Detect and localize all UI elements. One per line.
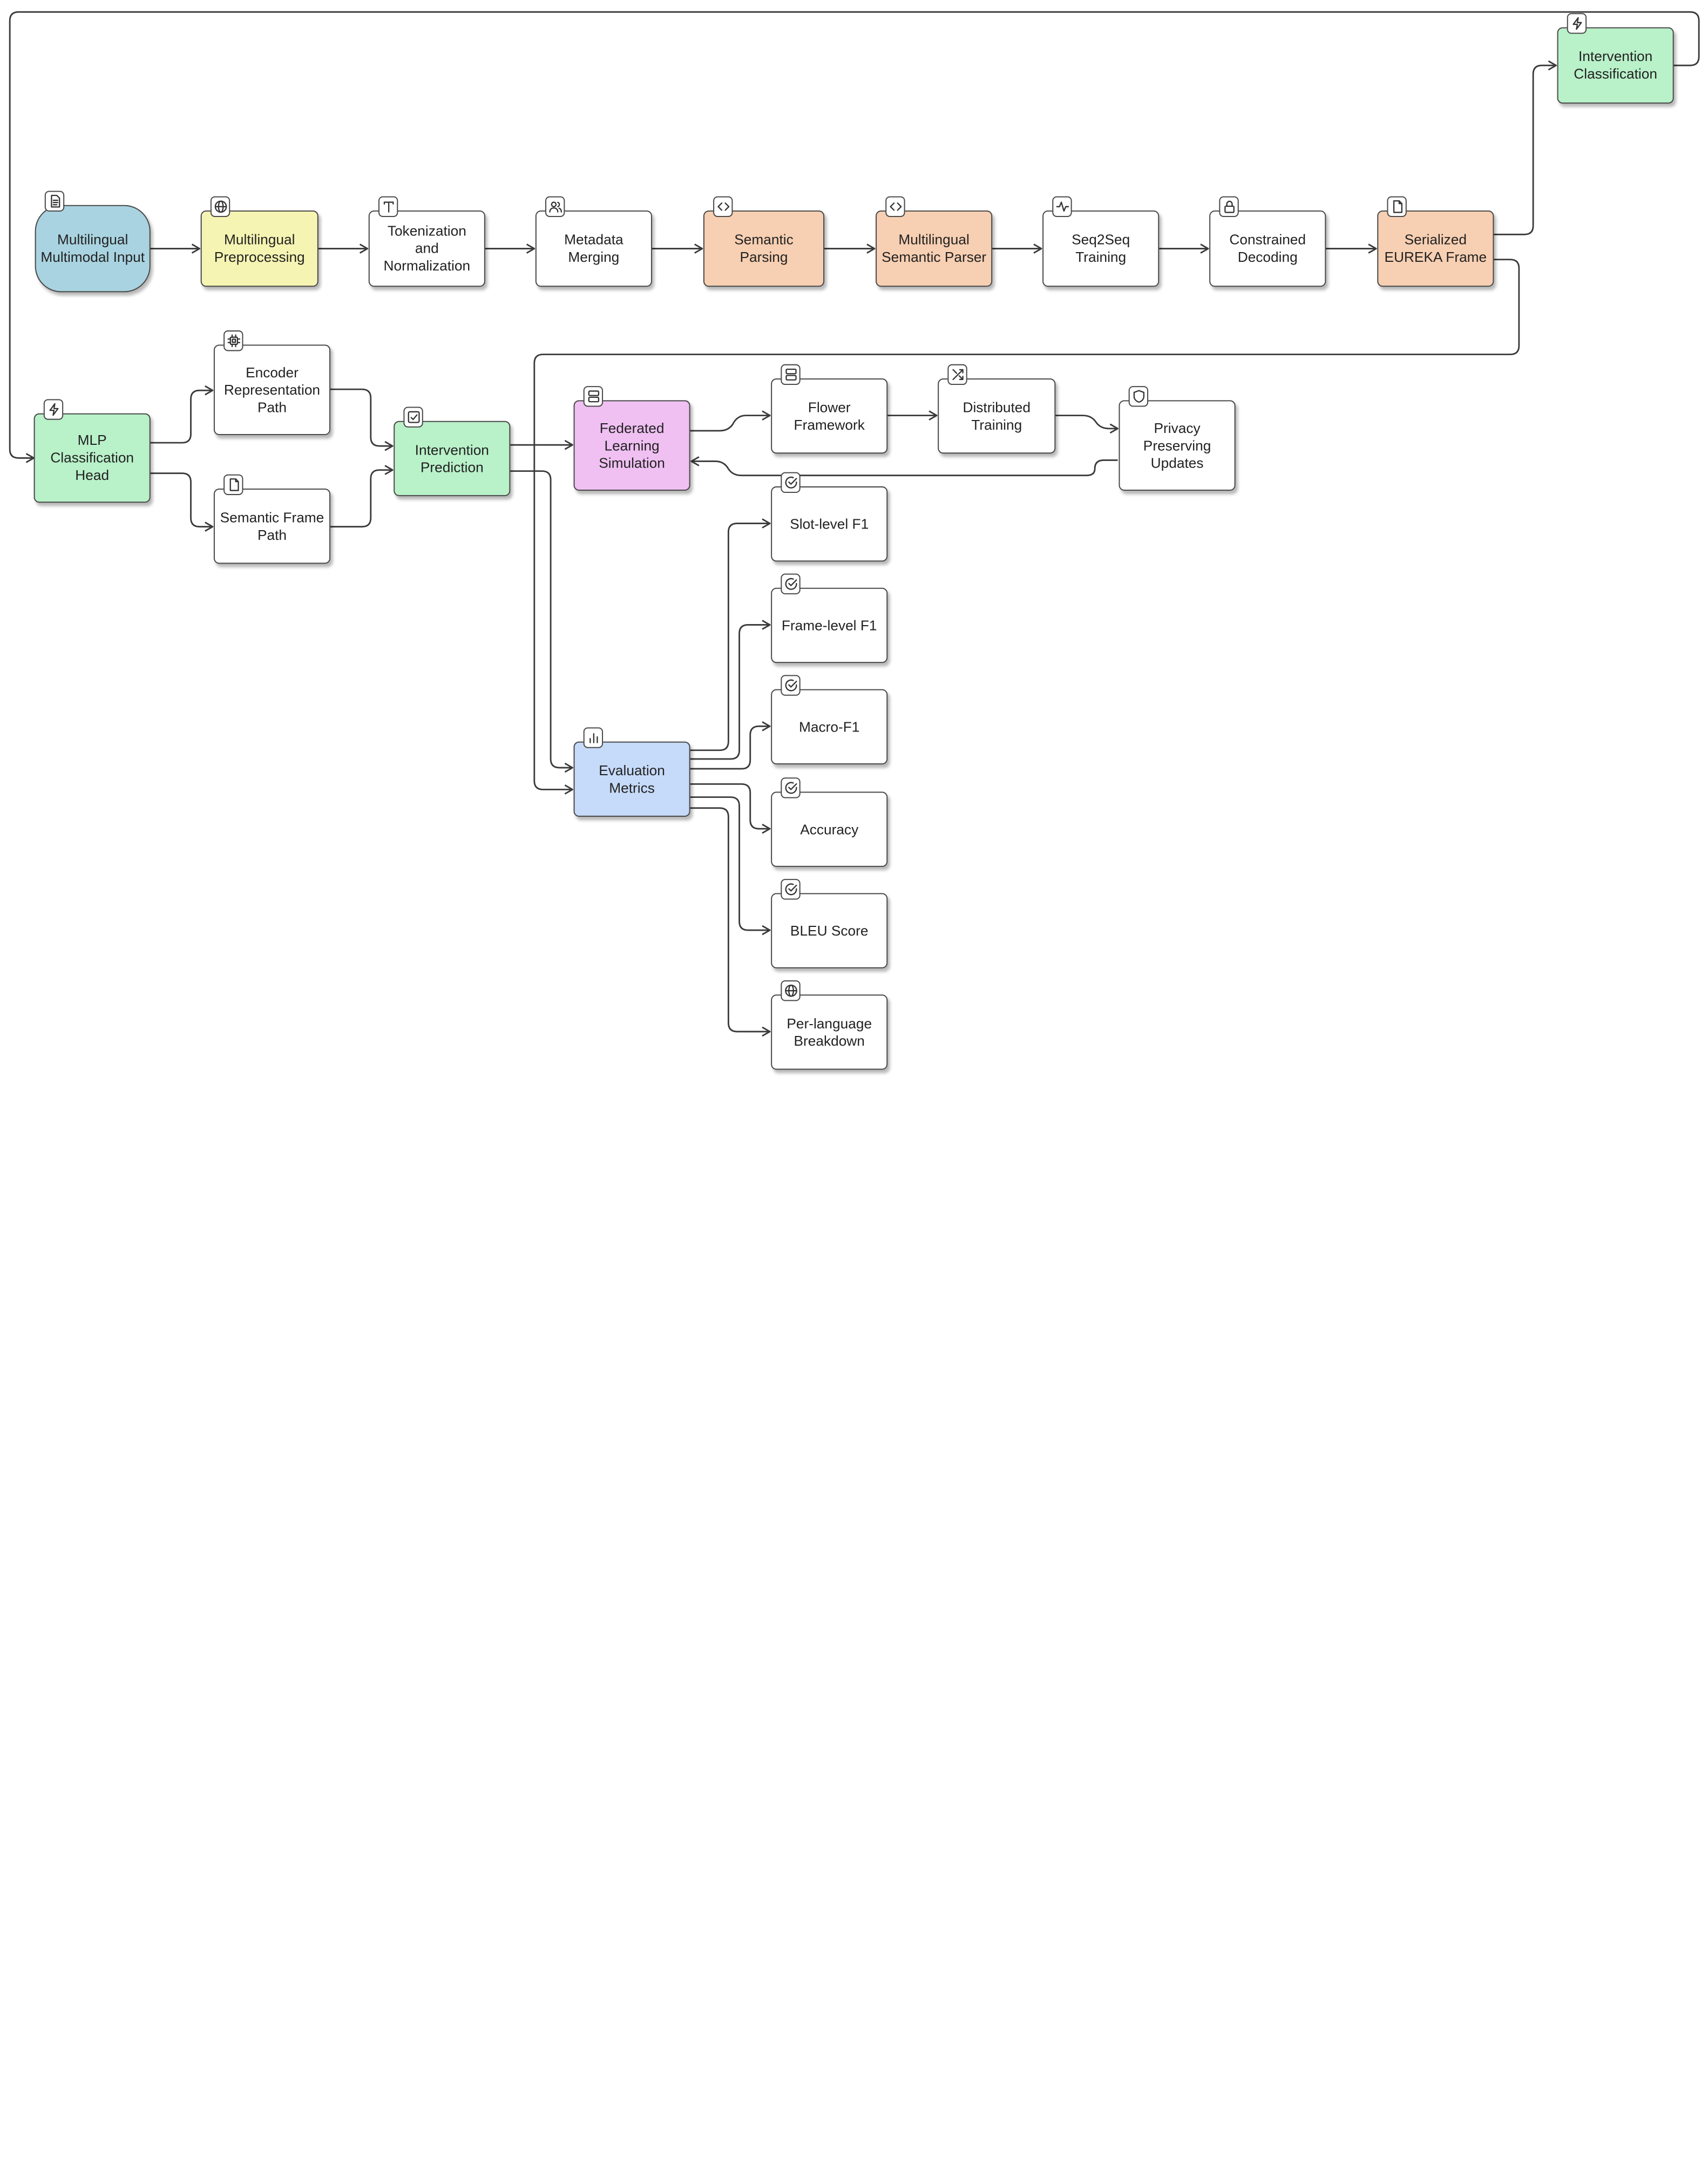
node-slot-level-f1: Slot-level F1 <box>771 486 888 562</box>
check-circle-icon <box>781 472 801 493</box>
code-icon <box>713 196 733 217</box>
edge-semantic-frame-to-prediction <box>330 465 394 528</box>
node-distributed-training: Distributed Training <box>938 378 1056 454</box>
edge-classification-to-mlp-head <box>9 11 1700 463</box>
edge-distributed-to-privacy <box>1055 415 1119 434</box>
node-intervention-prediction: Intervention Prediction <box>394 421 511 497</box>
edge-serialized-to-intervention-classification <box>1494 60 1557 235</box>
check-circle-icon <box>781 879 801 900</box>
edge-encoder-to-prediction <box>330 388 394 451</box>
server-icon <box>781 364 801 385</box>
node-encoder-representation-path: Encoder Representation Path <box>213 344 331 435</box>
node-accuracy: Accuracy <box>771 791 888 867</box>
node-per-language-breakdown: Per-language Breakdown <box>771 994 888 1070</box>
lightning-icon <box>1567 13 1587 34</box>
check-circle-icon <box>781 675 801 696</box>
bar-chart-icon <box>583 727 604 748</box>
check-square-icon <box>403 406 423 428</box>
edge-prediction-to-evaluation <box>510 470 573 773</box>
node-mlp-classification-head: MLP Classification Head <box>33 413 151 503</box>
edge-mlp-to-encoder-path <box>150 385 214 444</box>
edge-privacy-to-federated <box>690 456 1118 477</box>
edge-federated-to-flower <box>690 410 771 432</box>
node-serialized-eureka-frame: Serialized EUREKA Frame <box>1377 210 1494 287</box>
check-circle-icon <box>781 777 801 798</box>
lock-icon <box>1219 196 1239 217</box>
node-flower-framework: Flower Framework <box>771 378 888 454</box>
node-tokenization: Tokenization and Normalization <box>368 210 485 287</box>
node-privacy-preserving-updates: Privacy Preserving Updates <box>1119 400 1236 491</box>
server-icon <box>583 386 604 407</box>
code-icon <box>885 196 905 217</box>
edge-eval-to-bleu <box>690 796 771 936</box>
file-icon <box>223 474 243 496</box>
edge-eval-to-frame-f1 <box>690 620 771 760</box>
shuffle-icon <box>947 364 967 385</box>
node-multilingual-semantic-parser: Multilingual Semantic Parser <box>876 210 993 287</box>
document-icon <box>44 191 65 212</box>
lightning-icon <box>43 399 64 420</box>
node-evaluation-metrics: Evaluation Metrics <box>573 741 690 817</box>
edge-eval-to-slot-f1 <box>690 518 771 751</box>
diagram-edges <box>9 11 1700 1037</box>
node-intervention-classification: Intervention Classification <box>1557 27 1674 104</box>
shield-icon <box>1128 386 1149 407</box>
check-circle-icon <box>781 573 801 594</box>
node-frame-level-f1: Frame-level F1 <box>771 587 888 663</box>
node-federated-learning-simulation: Federated Learning Simulation <box>573 400 690 491</box>
node-seq2seq-training: Seq2Seq Training <box>1042 210 1160 287</box>
activity-icon <box>1052 196 1072 217</box>
node-constrained-decoding: Constrained Decoding <box>1209 210 1326 287</box>
node-macro-f1: Macro-F1 <box>771 689 888 765</box>
node-metadata-merging: Metadata Merging <box>535 210 652 287</box>
users-icon <box>545 196 565 217</box>
node-semantic-parsing: Semantic Parsing <box>703 210 825 287</box>
edge-eval-to-per-language <box>690 807 771 1037</box>
edge-serialized-to-federated <box>533 259 1520 795</box>
globe-icon <box>210 196 231 217</box>
node-multilingual-preprocessing: Multilingual Preprocessing <box>200 210 318 287</box>
globe-icon <box>781 980 801 1001</box>
node-bleu-score: BLEU Score <box>771 893 888 968</box>
text-icon <box>378 196 398 217</box>
edge-mlp-to-semantic-frame-path <box>150 472 214 532</box>
file-icon <box>1387 196 1407 217</box>
node-multimodal-input: Multilingual Multimodal Input <box>35 205 151 293</box>
edge-eval-to-macro-f1 <box>690 721 771 770</box>
edge-eval-to-accuracy <box>690 783 771 834</box>
cpu-icon <box>223 330 243 351</box>
node-semantic-frame-path: Semantic Frame Path <box>213 488 331 564</box>
